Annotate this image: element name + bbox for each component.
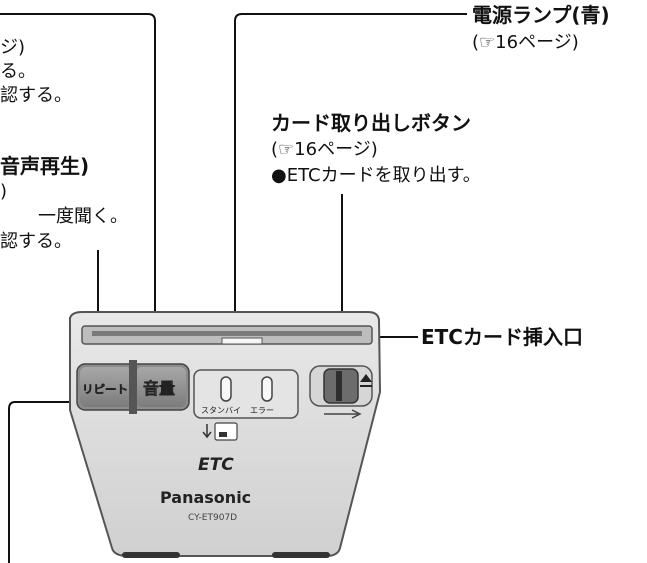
top-left-line-1: ジ) [0,37,26,58]
leader-power-lamp [234,13,467,338]
slide-arrow [324,409,362,419]
eject-button-ref: (☞16ページ) [271,139,378,160]
card-icon [214,422,238,441]
standby-label: スタンバイ [201,406,241,415]
eject-button-desc: ●ETCカードを取り出す。 [271,165,481,186]
down-arrow-icon [202,424,212,439]
power-lamp-title: 電源ランプ(青) [472,3,610,27]
volume-button [136,367,186,407]
error-label: エラー [250,406,274,415]
model-number: CY-ET907D [188,513,237,523]
power-lamp [221,337,263,345]
volume-button-label: 音量 [143,379,175,398]
mid-left-line-2: 一度聞く。 [38,206,128,227]
eject-icon [360,374,372,387]
mid-left-line-1: ) [0,181,8,202]
top-left-line-2: る。 [0,61,36,82]
eject-button-title: カード取り出しボタン [271,111,471,135]
error-indicator [261,376,273,402]
brand-logo: Panasonic [160,488,251,507]
mid-left-title: 音声再生) [0,154,90,178]
etc-logo: ETC [198,455,234,475]
standby-indicator [220,376,232,402]
leader-bottom [8,401,296,563]
mid-left-line-3: 認する。 [0,231,72,252]
leader-top-left [0,13,156,372]
top-left-line-3: 認する。 [0,85,72,106]
repeat-button [80,367,132,407]
card-slot-label: ETCカード挿入口 [421,325,583,349]
repeat-button-label: リピート [82,383,128,396]
power-lamp-ref: (☞16ページ) [472,32,579,53]
